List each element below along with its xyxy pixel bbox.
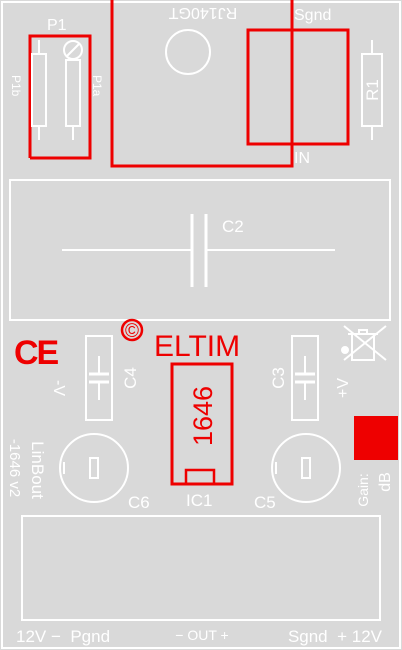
gain-pad: Gain: dB [354, 416, 398, 507]
sgnd-top-label: Sgnd [294, 7, 331, 24]
copyright-symbol: © [125, 321, 139, 342]
terminal-right-label: Sgnd + 12V [288, 627, 383, 646]
ic1-chip: 1646 IC1 [170, 362, 234, 510]
terminal-block: 12V − Pgnd − OUT + Sgnd + 12V [16, 515, 383, 646]
terminal-mid-label: − OUT + [175, 627, 228, 643]
c4-label: C4 [121, 367, 140, 389]
p1-label: P1 [47, 17, 67, 34]
c5-capacitor: C5 [254, 433, 341, 512]
chip-marking: 1646 [188, 386, 218, 446]
c3-label: C3 [269, 367, 288, 389]
c6-capacitor: C6 [59, 433, 150, 512]
input-jack: RJ140GT Sgnd IN [110, 0, 350, 168]
r1-resistor: R1 [361, 40, 383, 140]
product-name-line1: LinBout [28, 441, 47, 499]
minus-v-label: -V [50, 380, 67, 396]
c2-capacitor: C2 [9, 179, 391, 321]
p1-potentiometer: P1 P1b P1a [9, 17, 104, 160]
brand-name: ELTIM [154, 330, 240, 363]
db-label: dB [377, 472, 394, 492]
c2-label: C2 [222, 217, 244, 236]
terminal-left-label: 12V − Pgnd [16, 627, 110, 646]
r1-label: R1 [363, 79, 382, 101]
rj-label: RJ140GT [169, 4, 238, 21]
crossed-bin-icon [341, 325, 387, 361]
c5-label: C5 [254, 493, 276, 512]
in-label: IN [294, 150, 310, 167]
plus-v-label: +V [335, 378, 352, 398]
p1a-label: P1a [90, 75, 104, 97]
ce-mark: CE [14, 334, 59, 372]
c6-label: C6 [128, 493, 150, 512]
c4-capacitor: C4 -V [50, 335, 140, 421]
gain-label: Gain: [355, 473, 371, 506]
c3-capacitor: C3 +V [269, 335, 352, 421]
product-name-line2: -1646 v2 [6, 439, 23, 497]
ic1-label: IC1 [186, 491, 212, 510]
p1b-label: P1b [9, 75, 23, 97]
copyright-ring [120, 318, 144, 342]
